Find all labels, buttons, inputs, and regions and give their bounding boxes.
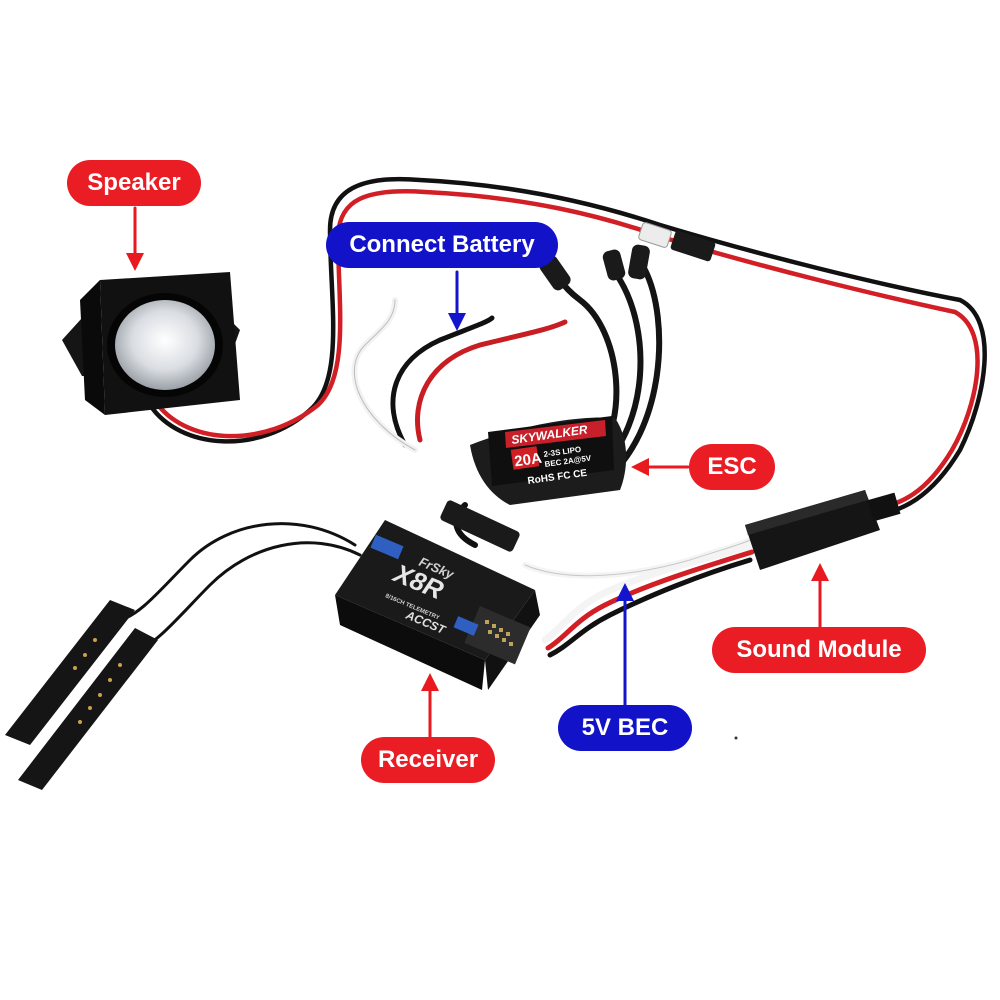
- sound-module-label: Sound Module: [712, 627, 926, 673]
- connectors: [439, 222, 716, 553]
- battery-lead-black: [393, 318, 492, 445]
- speaker-label: Speaker: [67, 160, 201, 206]
- connect-battery-label: Connect Battery: [326, 222, 558, 268]
- antenna-wire-2: [140, 543, 360, 650]
- receiver-label: Receiver: [361, 737, 495, 783]
- five-v-bec-label: 5V BEC: [558, 705, 692, 751]
- stray-dot: [735, 737, 738, 740]
- antenna-boards: [5, 600, 158, 790]
- antenna-wire-1: [120, 524, 355, 620]
- servo-plug: [439, 499, 521, 553]
- speaker-cone: [115, 300, 215, 390]
- bullet-2: [601, 248, 626, 282]
- esc-label: ESC: [689, 444, 775, 490]
- bec-wire-white: [354, 300, 415, 450]
- esc-component: HOBBYWING SKYWALKER 20A 2-3S LIPO BEC 2A…: [470, 404, 626, 505]
- sound-module-component: [745, 490, 900, 570]
- speaker-component: [62, 272, 240, 415]
